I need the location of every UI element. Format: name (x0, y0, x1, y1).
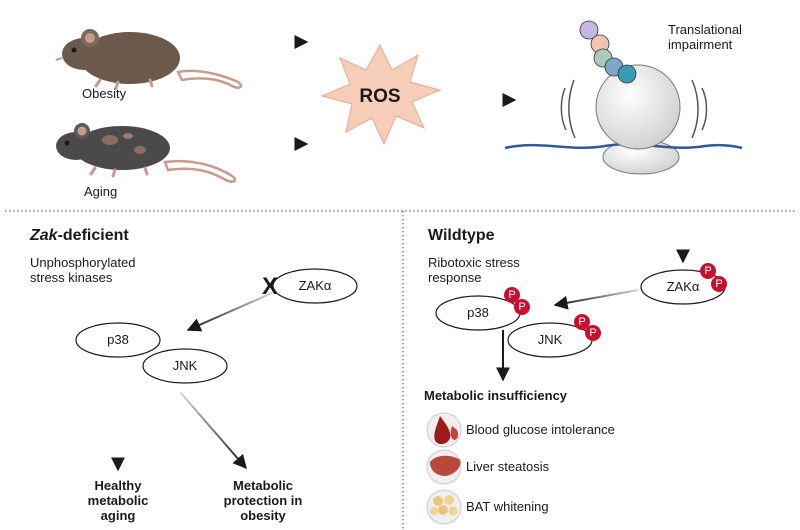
outcome-protection-line1: Metabolic (233, 478, 293, 493)
obese-mouse-icon (55, 29, 243, 90)
jnk-phospho-icons (574, 314, 601, 341)
aging-label: Aging (84, 184, 118, 199)
right-panel-title: Wildtype (428, 227, 495, 244)
outcome-healthy-line2: metabolic (87, 493, 149, 508)
zak-to-kinases-arrow-right (553, 289, 639, 310)
p38-label-left: p38 (107, 332, 129, 347)
left-subtitle-line2: stress kinases (30, 270, 113, 285)
zak-node-left (272, 268, 358, 304)
aged-mouse-icon (56, 123, 237, 183)
blocked-x-mark: X (262, 273, 279, 300)
phospho-label: P (518, 301, 526, 313)
phospho-label: P (578, 316, 586, 328)
translational-label-line2: impairment (668, 37, 733, 52)
left-panel-title-suffix: -deficient (57, 227, 129, 244)
jnk-label-left: JNK (172, 358, 198, 373)
p38-node-left (75, 322, 161, 358)
left-panel-title: Zak-deficient (30, 227, 129, 245)
zak-label-left: ZAKα (298, 278, 332, 293)
phospho-label: P (704, 265, 712, 277)
zak-phospho-icons (700, 263, 727, 292)
phospho-label: P (508, 289, 516, 301)
outcome-protection-line2: protection in (223, 493, 303, 508)
right-subtitle-line2: response (428, 270, 482, 285)
phospho-label: P (715, 278, 723, 290)
right-subtitle-line1: Ribotoxic stress (428, 255, 520, 270)
obesity-label: Obesity (82, 86, 127, 101)
left-subtitle-line1: Unphosphorylated (30, 255, 136, 270)
translational-label-line1: Translational (668, 22, 742, 37)
ribosome-icon (504, 20, 743, 175)
blood-drop-icon (426, 412, 462, 448)
fat-tissue-icon (426, 489, 462, 525)
jnk-to-protection-arrow (179, 391, 247, 470)
outcome-protection-line3: obesity (240, 508, 286, 523)
zak-label-right: ZAKα (666, 279, 700, 294)
ros-label: ROS (359, 86, 401, 107)
zak-to-kinases-arrow-left (186, 292, 273, 332)
liver-icon (426, 449, 462, 485)
p38-label-right: p38 (467, 305, 489, 320)
item-liver-label: Liver steatosis (466, 459, 550, 474)
jnk-label-right: JNK (537, 332, 563, 347)
item-glucose-label: Blood glucose intolerance (466, 422, 615, 437)
ros-burst-icon (320, 43, 442, 146)
p38-phospho-icons (504, 287, 530, 315)
jnk-node-left (142, 348, 228, 384)
left-panel-title-gene: Zak (30, 227, 58, 244)
outcome-healthy-line3: aging (100, 508, 136, 523)
outcome-healthy-line1: Healthy (94, 478, 142, 493)
item-bat-label: BAT whitening (466, 499, 549, 514)
phospho-label: P (589, 327, 597, 339)
insufficiency-title: Metabolic insufficiency (424, 388, 568, 403)
